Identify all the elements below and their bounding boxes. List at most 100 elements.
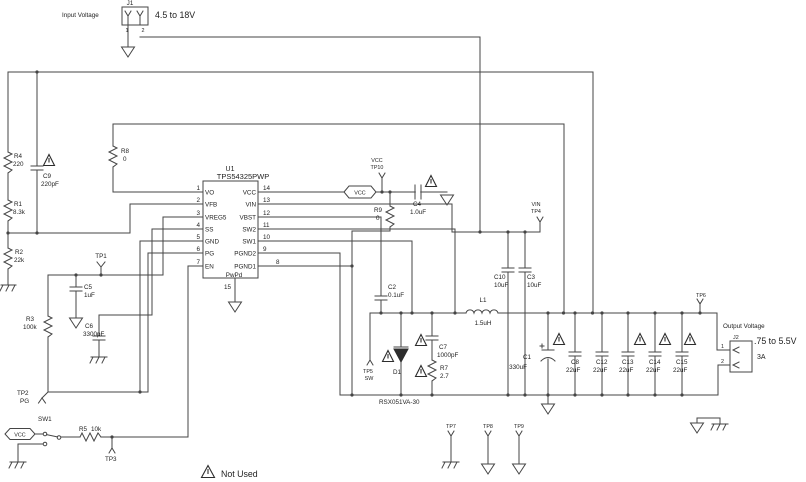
c14-val: 22uF — [646, 367, 661, 374]
u1-pin-num: 11 — [263, 222, 270, 229]
junction-dots — [6, 70, 702, 439]
c9-val: 220pF — [41, 181, 59, 188]
capacitor-c1: C1 330uF — [509, 343, 556, 371]
vcc-net-label: VCC — [14, 432, 25, 438]
tp10-label: TP10 — [371, 165, 384, 171]
not-used-icon — [658, 332, 672, 346]
ground-arrow-icon — [540, 403, 556, 415]
testpoint-tp4: VIN TP4 — [531, 202, 544, 223]
not-used-icon — [424, 174, 438, 188]
u1-pin-name: PGND2 — [234, 251, 256, 258]
tp2-label: TP2 — [17, 390, 29, 397]
r3-val: 100k — [23, 324, 38, 331]
capacitor-c8: C8 22uF — [566, 351, 582, 374]
r7-val: 2.7 — [440, 373, 449, 380]
u1-pin-name: PG — [205, 251, 214, 258]
r2-ref: R2 — [15, 249, 24, 256]
earth-ground-icon — [441, 461, 460, 469]
c12-ref: C12 — [596, 359, 608, 366]
c10-val: 10uF — [494, 282, 509, 289]
tp4-label: TP4 — [531, 209, 541, 215]
testpoint-tp2: TP2 PG — [17, 390, 49, 405]
resistor-r2: R2 22k — [0, 247, 25, 292]
u1-pin-name: SW1 — [242, 239, 256, 246]
c8-val: 22uF — [566, 367, 581, 374]
tp10-net: VCC — [371, 158, 382, 164]
ground-arrow-icon — [68, 317, 84, 329]
j1-ref: J1 — [127, 0, 134, 7]
ground-tie — [689, 422, 729, 434]
c1-val: 330uF — [509, 364, 527, 371]
wires — [7, 36, 731, 438]
tp1-label: TP1 — [95, 253, 107, 260]
c5-ref: C5 — [84, 284, 93, 291]
d1-ref: D1 — [393, 369, 402, 376]
j1-label: Input Voltage — [62, 12, 99, 19]
u1-pin-name: VREG5 — [205, 215, 227, 222]
testpoint-tp10: VCC TP10 — [371, 158, 386, 193]
ground-arrow-icon — [480, 463, 496, 475]
u1-pin-num: 4 — [196, 222, 200, 229]
j2-ref: J2 — [733, 335, 739, 341]
capacitor-c14: C14 22uF — [646, 351, 662, 374]
j2-pin2: 2 — [721, 359, 724, 365]
resistor-r9: R9 0 — [374, 205, 396, 228]
u1-pin-num: 1 — [196, 185, 200, 192]
d1-part: RSX051VA-30 — [379, 399, 420, 406]
u1-pin-name: VFB — [205, 202, 217, 209]
resistor-r1: R1 8.3k — [2, 199, 26, 222]
ic-u1: U1 TPS54325PWP 1 2 3 4 5 6 7 VO VFB VREG… — [196, 166, 280, 313]
tp2-net: PG — [20, 398, 29, 405]
u1-pin-num: 2 — [196, 197, 200, 204]
c10-ref: C10 — [494, 274, 506, 281]
vcc-rail: VCC VCC TP10 R9 0 C4 1.0uF — [343, 158, 455, 228]
testpoint-tp1: TP1 — [95, 253, 107, 276]
c14-ref: C14 — [649, 359, 661, 366]
j1-range: 4.5 to 18V — [155, 10, 195, 20]
r9-ref: R9 — [374, 207, 383, 214]
tp6-label: TP6 — [696, 293, 706, 299]
ground-arrow-icon — [439, 194, 455, 206]
u1-pad: PwPd — [226, 272, 243, 279]
u1-ref: U1 — [226, 166, 235, 173]
capacitor-c3: C3 10uF — [518, 267, 542, 289]
earth-ground-icon — [89, 356, 108, 364]
r8-ref: R8 — [121, 148, 130, 155]
testpoint-tp9: TP9 — [511, 424, 527, 475]
not-used-icon — [414, 364, 428, 378]
output-caps: C1 330uF C8 22uF C12 22uF C13 22uF C14 2… — [509, 332, 697, 415]
r2-val: 22k — [14, 257, 25, 264]
capacitor-c10: C10 10uF — [494, 267, 515, 289]
capacitor-c6: C6 3300pF — [83, 323, 108, 364]
capacitor-c15: C15 22uF — [673, 351, 689, 374]
capacitor-c12: C12 22uF — [593, 351, 609, 374]
not-used-label: Not Used — [221, 469, 258, 479]
r3-ref: R3 — [26, 316, 35, 323]
c13-val: 22uF — [619, 367, 634, 374]
u1-pin-num: 12 — [263, 210, 271, 217]
u1-pin-num: 10 — [263, 234, 271, 241]
testpoint-tp8: TP8 — [480, 424, 496, 475]
l1-val: 1.5uH — [475, 320, 492, 327]
u1-pad-pin: 15 — [224, 284, 232, 291]
u1-pin-name: PGND1 — [234, 264, 256, 271]
c9-ref: C9 — [43, 173, 52, 180]
switch-sw1: VCC SW1 — [4, 416, 62, 469]
c3-val: 10uF — [527, 282, 542, 289]
u1-pin-name: VIN — [246, 202, 257, 209]
u1-pin-name: SW2 — [242, 227, 256, 234]
r7-ref: R7 — [440, 365, 449, 372]
j1-pin2: 2 — [142, 28, 145, 34]
c2-val: 0.1uF — [388, 292, 404, 299]
c7-val: 1000pF — [437, 352, 459, 359]
tp5-net: SW — [365, 376, 375, 382]
sw1-ref: SW1 — [38, 416, 52, 423]
j2-label: Output Voltage — [723, 323, 765, 330]
j2-amps: 3A — [757, 354, 766, 361]
ground-arrow-icon — [120, 46, 136, 58]
u1-pin-num: 14 — [263, 185, 271, 192]
input-connector-j1: J1 Input Voltage 4.5 to 18V 1 2 — [62, 0, 195, 58]
u1-pin-num: 7 — [196, 259, 200, 266]
c2-ref: C2 — [388, 284, 397, 291]
c1-ref: C1 — [523, 354, 532, 361]
